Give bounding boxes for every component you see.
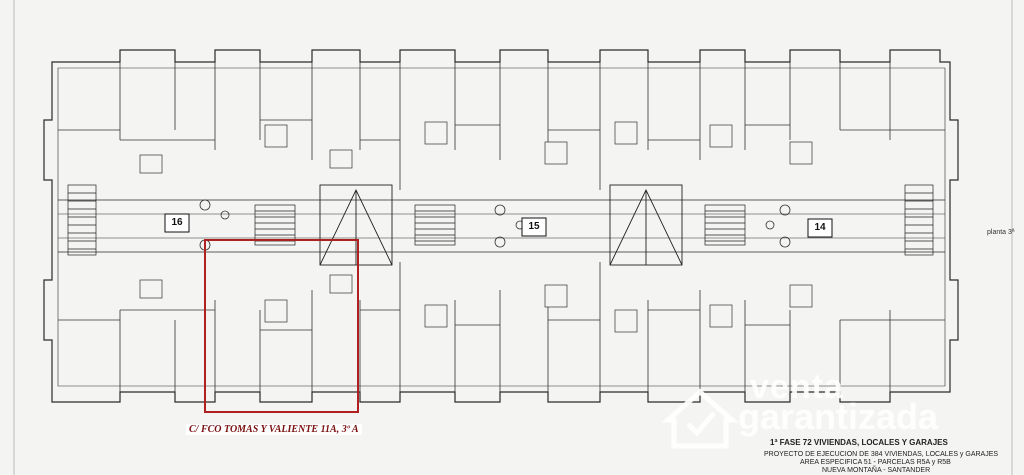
watermark-line1: venta xyxy=(750,368,844,406)
title-block-line3: NUEVA MONTAÑA - SANTANDER xyxy=(822,467,931,474)
title-block-line2: AREA ESPECIFICA 51 - PARCELAS R5A y R5B xyxy=(800,459,951,466)
stair-number-16: 16 xyxy=(171,217,183,228)
stair-14-box xyxy=(807,218,833,238)
stair-number-15: 15 xyxy=(528,221,540,232)
stair-number-14: 14 xyxy=(814,222,826,233)
title-block-line1: PROYECTO DE EJECUCION DE 384 VIVIENDAS, … xyxy=(764,451,999,458)
highlighted-unit xyxy=(204,239,359,413)
title-block-main: 1ª FASE 72 VIVIENDAS, LOCALES Y GARAJES xyxy=(770,438,948,447)
unit-address-label: C/ FCO TOMAS Y VALIENTE 11A, 3º A xyxy=(186,424,362,435)
stair-15-box xyxy=(521,217,547,237)
floor-label: planta 3ª xyxy=(987,229,1015,236)
house-logo-icon xyxy=(661,388,739,449)
stair-16-box xyxy=(164,213,190,233)
watermark-line2: garantizada xyxy=(738,396,939,437)
